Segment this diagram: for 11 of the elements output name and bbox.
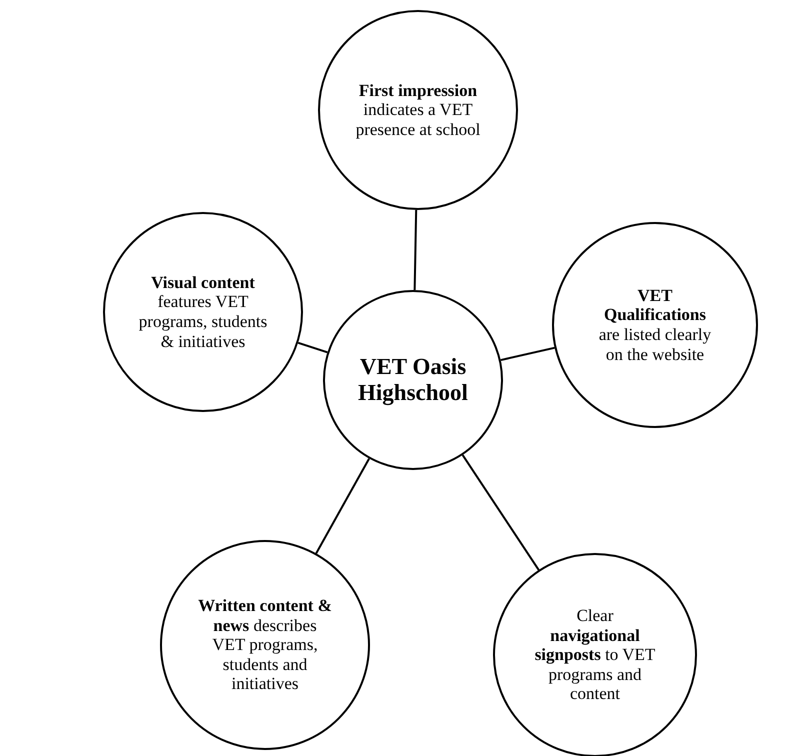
topic-text: VET Qualifications are listed clearly on the website	[598, 286, 712, 364]
topic-text: Clear navigational signposts to VET programs and content	[534, 606, 656, 704]
connector-line	[414, 210, 418, 290]
connector-line	[500, 346, 555, 362]
topic-text: Visual content features VET programs, students & initiatives	[138, 272, 268, 352]
connector-line	[298, 342, 328, 354]
topic-text: First impression indicates a VET presence at school	[354, 80, 482, 140]
hub-title: VET Oasis Highschool	[357, 354, 469, 406]
connector-line	[315, 458, 370, 554]
topic-text: Written content & news describes VET programs, students and initiatives	[197, 596, 333, 694]
connector-line	[462, 454, 540, 570]
